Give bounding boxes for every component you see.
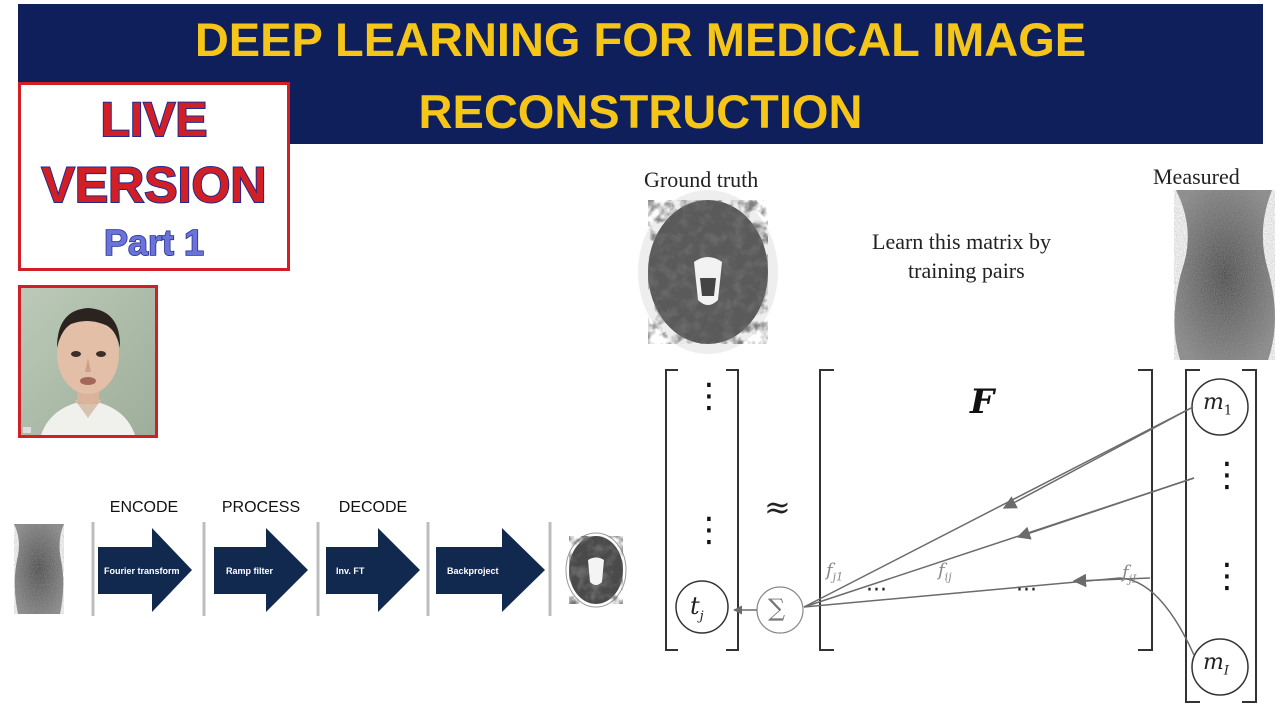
m-symbol: m: [1203, 390, 1224, 415]
step-fourier-transform: Fourier transform: [104, 566, 180, 576]
m1-label: m1: [1203, 390, 1232, 418]
f-matrix-right-bracket: [1138, 369, 1153, 651]
version-label: VERSION: [40, 156, 267, 214]
ramp-filter-arrow: [214, 528, 308, 612]
part-label: Part 1: [103, 222, 205, 264]
backproject-arrow: [436, 528, 545, 612]
inverse-ft-arrow: [326, 528, 420, 612]
t-vector-left-bracket: [665, 369, 678, 651]
t-j-node: [675, 580, 729, 634]
stage-encode: ENCODE: [109, 499, 179, 516]
ground-truth-label: Ground truth: [644, 167, 759, 192]
f-j1-subscript: j1: [832, 570, 844, 584]
f-symbol: f: [1122, 562, 1129, 583]
m1-arrow-head: [1002, 406, 1194, 509]
m1-subscript: 1: [1223, 403, 1233, 419]
presenter-avatar: [21, 288, 155, 435]
vertical-dots: ⋮: [1210, 455, 1244, 495]
presenter-webcam: [18, 285, 158, 438]
matrix-f-symbol: F: [970, 382, 995, 422]
horizontal-dots: ···: [1016, 578, 1037, 603]
t-symbol: t: [690, 592, 700, 620]
mi-arrow-head: [1016, 477, 1195, 540]
f-ij-subscript: ij: [944, 570, 952, 584]
step-ramp-filter: Ramp filter: [226, 566, 274, 576]
f-matrix-left-bracket: [819, 369, 834, 651]
f-j1-label: fj1: [826, 560, 843, 584]
vertical-dots: ⋮: [692, 510, 726, 550]
measured-label: Measured: [1153, 164, 1240, 189]
step-inverse-ft: Inv. FT: [336, 566, 365, 576]
m-symbol: m: [1203, 650, 1224, 675]
t-j-label: tj: [690, 592, 704, 624]
mI-node: [1191, 638, 1249, 696]
m1-arrow-line: [803, 406, 1194, 608]
m-vector-left-bracket: [1185, 369, 1200, 703]
sum-symbol: ∑: [768, 594, 786, 622]
learn-matrix-line-2: training pairs: [908, 258, 1025, 283]
ground-truth-brain-image: [638, 190, 778, 354]
mI-label: mI: [1203, 650, 1229, 678]
title-line-1: DEEP LEARNING FOR MEDICAL IMAGE: [194, 13, 1087, 66]
mI-subscript: I: [1223, 663, 1230, 679]
mI-arrow-line: [803, 577, 1195, 656]
vertical-dots: ⋮: [692, 376, 726, 416]
approx-symbol: ≈: [764, 488, 791, 526]
stage-decode: DECODE: [338, 499, 408, 516]
title-line-2: RECONSTRUCTION: [418, 85, 863, 138]
mI-arrow-head: [1072, 573, 1151, 588]
fourier-transform-arrow: [98, 528, 192, 612]
live-label: LIVE: [100, 94, 209, 148]
output-brain-thumbnail: [565, 532, 627, 608]
f-symbol: f: [826, 560, 833, 581]
f-ij-label: fij: [938, 560, 952, 584]
measured-sinogram-image: [1174, 190, 1275, 360]
f-jI-label: fjI: [1122, 562, 1136, 586]
vertical-dots: ⋮: [1210, 556, 1244, 596]
f-jI-subscript: jI: [1128, 572, 1137, 586]
stage-process: PROCESS: [221, 499, 301, 516]
t-vector-right-bracket: [726, 369, 739, 651]
horizontal-dots: ···: [866, 578, 887, 603]
f-symbol: f: [938, 560, 945, 581]
live-version-badge: LIVE VERSION Part 1: [18, 82, 290, 271]
learn-matrix-line-1: Learn this matrix by: [872, 229, 1052, 254]
step-backproject: Backproject: [447, 566, 499, 576]
input-sinogram-thumbnail: [14, 524, 64, 614]
t-subscript: j: [699, 608, 704, 624]
m-vector-right-bracket: [1242, 369, 1257, 703]
